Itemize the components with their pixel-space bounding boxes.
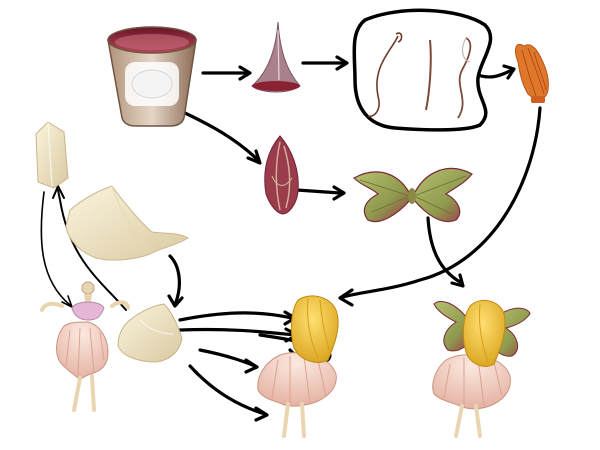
doll-icon — [42, 282, 128, 410]
arrow-glass-to-bud — [185, 113, 258, 160]
fairy-icon — [258, 296, 338, 436]
shard-icon — [118, 304, 182, 362]
arrow-shard-to-fairy-1 — [180, 313, 292, 320]
arrow-shard-to-fairy-3 — [200, 350, 255, 366]
spike-icon — [252, 22, 300, 92]
block-icon — [36, 122, 68, 188]
tassel-icon — [516, 44, 549, 103]
ribbon-icon — [66, 186, 188, 260]
glass-icon — [108, 27, 196, 126]
arrow-ribbon-to-shard — [170, 256, 179, 302]
arrow-shard-to-fairy-2 — [180, 329, 295, 335]
loop-icon — [354, 10, 490, 130]
winged-fairy-icon — [433, 300, 530, 436]
arrow-bud-to-wings — [297, 190, 340, 193]
bud-icon — [265, 136, 299, 214]
wings-icon — [354, 168, 472, 221]
arrow-block-to-base — [41, 192, 70, 305]
arrow-shard-to-fairy-4 — [190, 366, 265, 414]
